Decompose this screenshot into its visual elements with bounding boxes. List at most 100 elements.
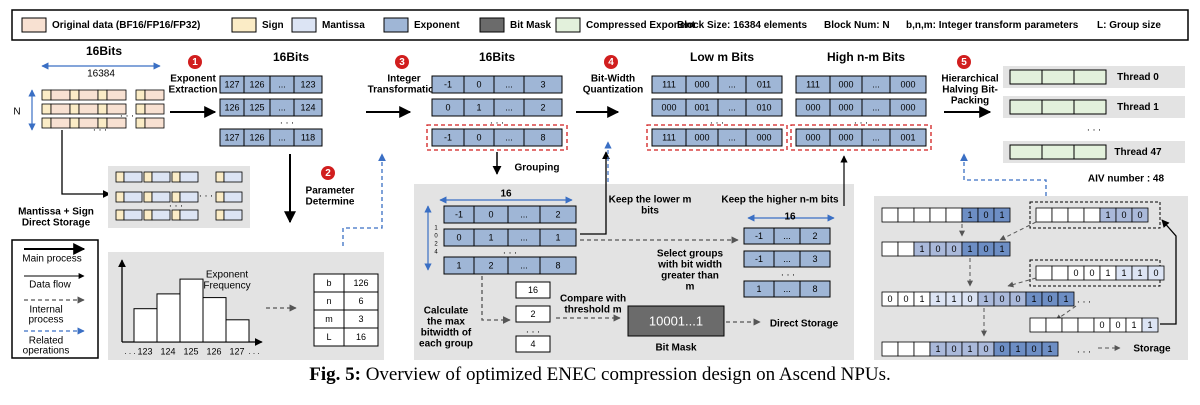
high-bits-cell xyxy=(889,75,927,94)
sign-cell xyxy=(215,171,225,183)
mantissa-cell xyxy=(151,171,171,183)
bnm-label: b,n,m: Integer transform parameters xyxy=(906,20,1079,31)
highlight-box xyxy=(426,124,568,151)
pack-row2-bit: 1 xyxy=(999,244,1004,254)
low-bits-value: 000 xyxy=(694,132,709,142)
keep-high-label: Keep the higher n-m bits xyxy=(721,195,839,206)
pack-row3-bit: 0 xyxy=(1089,268,1094,278)
pack-row1b-cell xyxy=(1131,207,1149,223)
param-name: b xyxy=(326,278,331,288)
legend-label: Original data (BF16/FP16/FP32) xyxy=(52,20,200,31)
pack-row1b-bit: 1 xyxy=(1105,210,1110,220)
select-label: m xyxy=(686,282,695,293)
low-bits-cell xyxy=(745,75,783,94)
integer-cell xyxy=(523,128,563,147)
pack-row6-bit: 1 xyxy=(935,344,940,354)
integer-value: 2 xyxy=(540,102,545,112)
step-2-badge xyxy=(321,166,335,180)
param-name: n xyxy=(326,296,331,306)
legend-label: Sign xyxy=(262,20,284,31)
exponent-value: 127 xyxy=(224,132,239,142)
mantissa-cell xyxy=(223,209,243,221)
pack-row1-cell xyxy=(881,207,899,223)
mantissa-cell xyxy=(123,171,143,183)
integer-cell xyxy=(523,98,563,117)
legend-frame xyxy=(11,9,1189,41)
pack-row1b-bit: 0 xyxy=(1137,210,1142,220)
step-5-label: Halving Bit- xyxy=(942,85,998,96)
bits-header: 16Bits xyxy=(273,50,309,64)
pack-row4-bit: 1 xyxy=(1063,294,1068,304)
compressed-cell xyxy=(1041,99,1075,115)
pack-row5-cell xyxy=(1141,317,1159,333)
pack-row3-cell xyxy=(1051,265,1069,281)
integer-value: -1 xyxy=(444,79,452,89)
pack-row1b-cell xyxy=(1067,207,1085,223)
exponent-value: ... xyxy=(278,132,286,142)
block-num-label: Block Num: N xyxy=(824,20,890,31)
sign-cell xyxy=(135,103,146,115)
pack-row1b-bit: 0 xyxy=(1121,210,1126,220)
pack-row6-bit: 1 xyxy=(967,344,972,354)
exponent-cell xyxy=(293,75,323,94)
step-5-badge xyxy=(957,55,971,69)
bits-header: 16Bits xyxy=(86,44,122,58)
compressed-cell xyxy=(1009,69,1043,85)
pack-row5-bit: 0 xyxy=(1099,320,1104,330)
exponent-value: 118 xyxy=(301,132,315,142)
integer-value: 1 xyxy=(476,102,481,112)
low-bits-value: 000 xyxy=(661,102,676,112)
pack-row1-cell xyxy=(945,207,963,223)
compressed-cell xyxy=(1041,69,1075,85)
grouping-label: Grouping xyxy=(515,163,560,174)
exponent-value: ... xyxy=(278,102,286,112)
calc-arrow xyxy=(481,276,511,324)
keep-low-label: Keep the lower m xyxy=(609,195,692,206)
ellipsis: . . . xyxy=(854,116,868,127)
original-cell xyxy=(78,103,99,115)
low-bits-header: Low m Bits xyxy=(690,50,754,64)
select-label: Select groups xyxy=(657,249,724,260)
high-bits-value: ... xyxy=(872,102,880,112)
legend-label: Exponent xyxy=(414,20,460,31)
low-bits-value: ... xyxy=(728,102,736,112)
group-cell-value: 1 xyxy=(555,232,560,242)
step-2-badge-number: 2 xyxy=(325,168,331,179)
sign-cell xyxy=(97,103,108,115)
integer-value: ... xyxy=(505,102,513,112)
mantissa-storage-label: Direct Storage xyxy=(22,218,91,229)
histogram-bar xyxy=(202,297,227,343)
original-cell xyxy=(50,103,71,115)
group-cell-cell xyxy=(539,205,577,224)
mantissa-cell xyxy=(151,191,171,203)
exponent-value: ... xyxy=(278,79,286,89)
param-value: 6 xyxy=(358,296,363,306)
calc-label: the max xyxy=(427,317,465,328)
pack-row6-bit: 0 xyxy=(1031,344,1036,354)
exponent-cell xyxy=(293,128,323,147)
histogram-tick: 124 xyxy=(160,346,175,356)
keep-low-arrow xyxy=(580,151,610,235)
mantissa-cell xyxy=(179,191,199,203)
histogram-tick: 127 xyxy=(229,346,244,356)
bitmask-label: Bit Mask xyxy=(655,343,697,354)
pack-row2-cell xyxy=(993,241,1011,257)
pack-row2-cell xyxy=(881,241,899,257)
step-1-badge-number: 1 xyxy=(192,57,198,68)
sign-cell xyxy=(215,191,225,203)
step-5-label: Hierarchical xyxy=(941,74,998,85)
sign-cell xyxy=(215,209,225,221)
high-bits-value: ... xyxy=(872,79,880,89)
pack-row6-cell xyxy=(913,341,931,357)
thread-label: Thread 47 xyxy=(1114,147,1162,158)
step-2-label: Parameter xyxy=(306,186,355,197)
pack-row3-bit: 1 xyxy=(1137,268,1142,278)
step-2-label: Determine xyxy=(306,197,355,208)
low-bits-value: 111 xyxy=(662,132,676,142)
pack-row1-bit: 0 xyxy=(983,210,988,220)
pack-row1b-cell xyxy=(1083,207,1101,223)
right-group-cell-value: 2 xyxy=(812,231,817,241)
direct-storage-label: Direct Storage xyxy=(770,319,839,330)
step-3-label: Transformation xyxy=(368,85,441,96)
